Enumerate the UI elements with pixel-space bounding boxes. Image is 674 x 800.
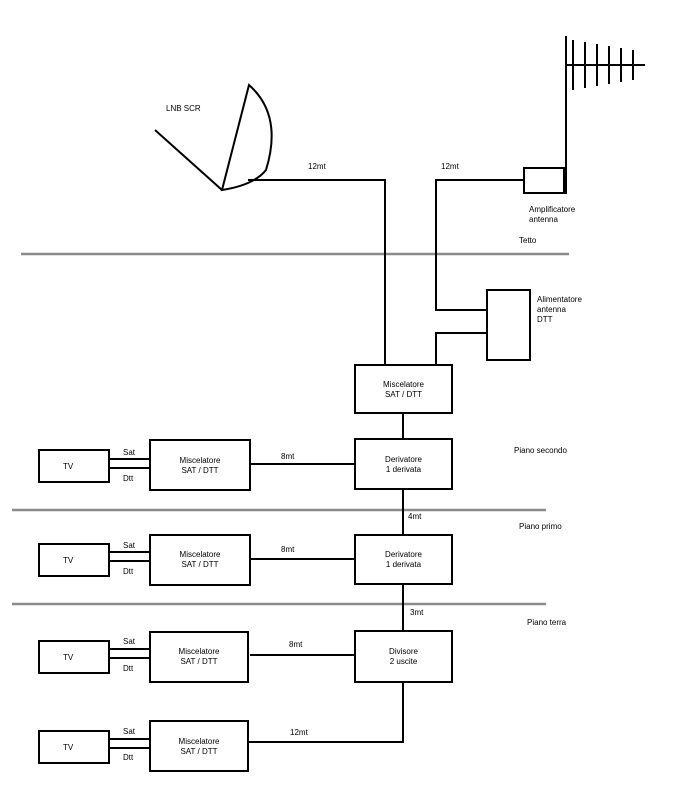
tv-label: TV — [63, 462, 74, 471]
power-supply-label-line2: antenna — [537, 305, 566, 314]
roof-mixer-label-line1: Miscelatore — [383, 380, 424, 389]
floor-label-roof: Tetto — [519, 236, 537, 245]
tap-second-label: Derivatore 1 derivata — [355, 455, 452, 475]
terrestrial-antenna-icon — [565, 36, 645, 194]
tap-first-label-line2: 1 derivata — [385, 560, 422, 569]
tv-label: TV — [63, 556, 74, 565]
sat-label: Sat — [123, 637, 136, 646]
length-drop-ground-b: 12mt — [290, 728, 308, 737]
outlet-mixer-label-line2: SAT / DTT — [181, 560, 219, 569]
splitter-label: Divisore 2 uscite — [355, 647, 452, 667]
tv-label: TV — [63, 743, 74, 752]
tap-first-box — [354, 534, 453, 585]
outlet-mixer-label: Miscelatore SAT / DTT — [150, 737, 248, 757]
length-antenna-run: 12mt — [441, 162, 459, 171]
sat-label: Sat — [123, 727, 136, 736]
outlet-mixer-label-line1: Miscelatore — [179, 456, 221, 465]
amplifier-label-line1: Amplificatore — [529, 205, 576, 214]
length-drop-ground-a: 8mt — [289, 640, 303, 649]
outlet-mixer-label-line2: SAT / DTT — [180, 657, 218, 666]
tv-box — [38, 449, 110, 483]
outlet-mixer-box — [149, 720, 249, 772]
splitter-label-line1: Divisore — [389, 647, 418, 656]
outlet-mixer-label-line1: Miscelatore — [179, 550, 221, 559]
tv-label: TV — [63, 653, 74, 662]
tv-box — [38, 730, 110, 764]
outlet-mixer-label-line1: Miscelatore — [178, 647, 220, 656]
tap-first-label: Derivatore 1 derivata — [355, 550, 452, 570]
cable-dish-run — [248, 179, 386, 365]
amplifier-label: Amplificatore antenna — [529, 205, 575, 225]
lnb-label: LNB SCR — [166, 104, 201, 113]
length-drop-first: 8mt — [281, 545, 295, 554]
outlet-mixer-label: Miscelatore SAT / DTT — [150, 550, 250, 570]
roof-mixer-label-line2: SAT / DTT — [384, 390, 423, 399]
outlet-mixer-label-line1: Miscelatore — [178, 737, 220, 746]
splitter-box — [354, 630, 453, 683]
tv-box — [38, 543, 110, 577]
dtt-label: Dtt — [123, 567, 134, 576]
tap-second-box — [354, 438, 453, 490]
satellite-dish-icon — [154, 83, 273, 192]
amplifier-box — [523, 167, 565, 194]
splitter-label-line2: 2 uscite — [389, 657, 418, 666]
tap-second-label-line1: Derivatore — [385, 455, 422, 464]
roof-mixer-box — [354, 364, 453, 414]
length-dish-run: 12mt — [308, 162, 326, 171]
outlet-mixer-label-line2: SAT / DTT — [180, 747, 218, 756]
sat-label: Sat — [123, 448, 136, 457]
outlet-mixer-box — [149, 631, 249, 683]
dtt-label: Dtt — [123, 664, 134, 673]
power-supply-box — [486, 289, 531, 361]
length-riser-first-ground: 3mt — [410, 608, 424, 617]
power-supply-label: Alimentatore antenna DTT — [537, 295, 582, 325]
length-drop-second: 8mt — [281, 452, 295, 461]
power-supply-label-line3: DTT — [537, 315, 553, 324]
outlet-mixer-label-line2: SAT / DTT — [181, 466, 219, 475]
sat-label: Sat — [123, 541, 136, 550]
tap-second-label-line2: 1 derivata — [385, 465, 422, 474]
roof-mixer-label: Miscelatore SAT / DTT — [355, 380, 452, 400]
floor-label-first: Piano primo — [519, 522, 562, 531]
tv-cable-pair — [109, 458, 150, 749]
cable-antenna-run — [435, 179, 524, 311]
cable-splitter-second-output — [248, 682, 404, 743]
tv-box — [38, 640, 110, 674]
floor-label-second: Piano secondo — [514, 446, 567, 455]
dtt-label: Dtt — [123, 474, 134, 483]
outlet-mixer-label: Miscelatore SAT / DTT — [150, 647, 248, 667]
outlet-mixer-box — [149, 439, 251, 491]
length-riser-second-first: 4mt — [408, 512, 422, 521]
dtt-label: Dtt — [123, 753, 134, 762]
power-supply-label-line1: Alimentatore — [537, 295, 582, 304]
cable-psu-to-mixer — [435, 332, 487, 365]
floor-label-ground: Piano terra — [527, 618, 567, 627]
outlet-mixer-label: Miscelatore SAT / DTT — [150, 456, 250, 476]
tap-first-label-line1: Derivatore — [385, 550, 422, 559]
amplifier-label-line2: antenna — [529, 215, 558, 224]
